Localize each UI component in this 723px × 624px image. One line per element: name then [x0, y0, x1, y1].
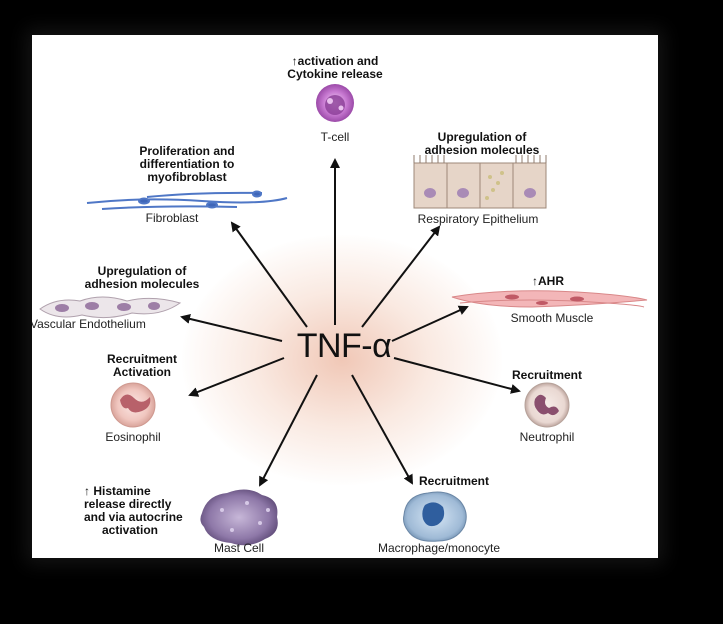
arrow-mast-cell — [259, 374, 318, 487]
vascular-endothelium-label: Vascular Endothelium — [32, 317, 146, 331]
mast-cell-icon — [200, 489, 278, 546]
neutrophil-effect: Recruitment — [511, 368, 582, 382]
tcell-label: T-cell — [320, 130, 350, 144]
arrow-eosinophil — [188, 357, 285, 397]
eosinophil-effect: Recruitment Activation — [82, 353, 202, 379]
tcell-effect-line2: Cytokine release — [287, 67, 383, 81]
fibroblast-effect: Proliferation and differentiation to myo… — [112, 145, 262, 184]
center-label: TNF-α — [296, 327, 392, 365]
vascular-endothelium-icon — [39, 296, 182, 319]
diagram-panel: TNF-α ↑activation and Cytokine release T… — [32, 35, 658, 558]
neutrophil-label: Neutrophil — [519, 430, 575, 444]
neutrophil-icon — [524, 382, 570, 428]
eosinophil-effect-line2: Activation — [112, 365, 171, 379]
arrow-vascular-endothelium — [180, 314, 283, 342]
respiratory-epithelium-effect-line2: adhesion molecules — [424, 143, 540, 157]
arrow-respiratory-epithelium — [361, 225, 441, 328]
vascular-endothelium-effect-line2: adhesion molecules — [84, 277, 200, 291]
mast-cell-label: Mast Cell — [213, 541, 264, 555]
smooth-muscle-icon — [451, 290, 648, 308]
arrow-fibroblast — [230, 221, 308, 328]
smooth-muscle-label: Smooth Muscle — [510, 311, 594, 325]
arrow-neutrophil — [393, 357, 521, 394]
mast-cell-effect-line2: release directly — [84, 497, 172, 511]
fibroblast-icon — [86, 190, 288, 210]
macrophage-effect: Recruitment — [418, 474, 489, 488]
eosinophil-effect-line1: Recruitment — [106, 352, 177, 366]
mast-cell-effect-line3: and via autocrine — [84, 510, 183, 524]
fibroblast-effect-line2: differentiation to — [139, 157, 235, 171]
smooth-muscle-effect: ↑AHR — [532, 274, 564, 288]
eosinophil-icon — [110, 382, 156, 428]
arrow-macrophage — [351, 374, 413, 485]
tcell-effect-line1: ↑activation and — [291, 54, 379, 68]
vascular-endothelium-effect-line1: Upregulation of — [97, 264, 187, 278]
tcell-icon — [316, 84, 354, 122]
respiratory-epithelium-icon — [413, 155, 547, 209]
respiratory-epithelium-effect: Upregulation of adhesion molecules — [402, 131, 562, 157]
arrows — [180, 158, 521, 487]
eosinophil-label: Eosinophil — [105, 430, 161, 444]
fibroblast-label: Fibroblast — [145, 211, 199, 225]
macrophage-icon — [403, 491, 467, 542]
respiratory-epithelium-effect-line1: Upregulation of — [437, 130, 527, 144]
fibroblast-effect-line3: myofibroblast — [147, 170, 227, 184]
diagram-canvas — [39, 84, 648, 546]
respiratory-epithelium-label: Respiratory Epithelium — [417, 212, 539, 226]
arrow-smooth-muscle — [391, 305, 469, 342]
mast-cell-effect: ↑ Histamine release directly and via aut… — [84, 485, 202, 537]
fibroblast-effect-line1: Proliferation and — [139, 144, 235, 158]
tcell-effect: ↑activation and Cytokine release — [260, 55, 410, 81]
macrophage-label: Macrophage/monocyte — [377, 541, 501, 555]
vascular-endothelium-effect: Upregulation of adhesion molecules — [67, 265, 217, 291]
mast-cell-effect-line1: ↑ Histamine — [84, 484, 151, 498]
mast-cell-effect-line4: activation — [102, 523, 159, 537]
center-glow — [182, 235, 502, 485]
